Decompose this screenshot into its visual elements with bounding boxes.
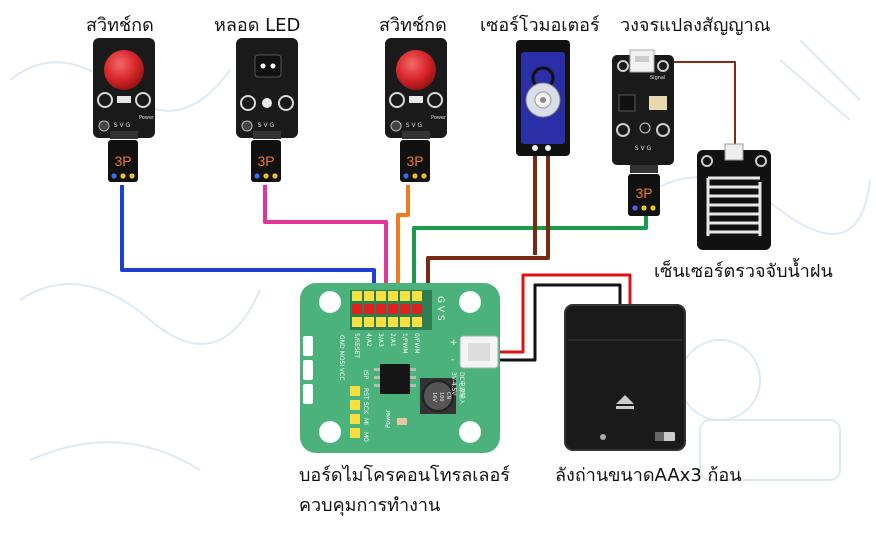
wire-green: [412, 210, 648, 300]
wire-orange: [396, 185, 410, 300]
board-power-label: Power: [385, 409, 392, 428]
label-battery: ลังถ่านขนาดAAx3 ก้อน: [555, 465, 742, 486]
wires: [120, 61, 736, 362]
board-dc-label: DC电源输入: [458, 372, 466, 405]
board-isp-sck: SCK: [362, 402, 369, 415]
label-board-line2: ควบคุมการทำงาน: [299, 495, 441, 516]
button-module-right: [385, 38, 447, 182]
led-connector-3p-label: 3P: [257, 153, 274, 169]
board-isp-label: ISP: [362, 370, 369, 380]
label-button-right: สวิทช์กด: [379, 15, 447, 36]
signal-converter-module: [612, 49, 674, 216]
connector-3p-label: 3P: [114, 153, 131, 169]
board-cap-3: 16V: [431, 392, 437, 402]
label-led: หลอด LED: [214, 15, 301, 36]
servo-motor: [516, 40, 570, 156]
label-signal-converter: วงจรแปลงสัญญาณ: [620, 15, 771, 36]
wire-battery-black: [500, 283, 622, 362]
board-pin-3: 3/A3: [377, 333, 384, 347]
board-header-label: G V S: [435, 296, 445, 321]
board-isp-mi: MI: [362, 418, 369, 425]
board-left-pins-label: GND MOSI VCC: [338, 335, 345, 381]
board-pin-4: 4/A2: [365, 333, 372, 347]
button-right-connector-3p-label: 3P: [406, 153, 423, 169]
button-right-svg-label: S V G: [406, 122, 423, 129]
rain-sensor-plate: [697, 143, 771, 250]
module-svg-label: S V G: [114, 122, 131, 129]
board-pin-0: 0/PWM: [413, 333, 420, 354]
label-board-line1: บอร์ดไมโครคอนโทรลเลอร์: [299, 465, 510, 486]
wire-brown: [426, 152, 550, 300]
push-button-red-left: [104, 50, 144, 90]
led-svg-label: S V G: [258, 122, 275, 129]
board-cap-1: CN: [445, 392, 451, 399]
board-pin-1: 1/PWM: [401, 333, 408, 354]
module-power-label: Power: [139, 115, 155, 121]
board-isp-mo: MO: [362, 432, 369, 442]
label-rain-sensor: เซ็นเซอร์ตรวจจับน้ำฝน: [654, 261, 833, 282]
board-dc-voltage: 3V-4.5V: [450, 372, 457, 396]
label-servo: เซอร์โวมอเตอร์: [480, 15, 600, 36]
label-button-left: สวิทช์กด: [86, 15, 154, 36]
push-button-red-right: [396, 50, 436, 90]
board-pin-5: 5/RESET: [353, 333, 360, 358]
board-minus: -: [451, 355, 454, 365]
converter-signal-label: Signal: [650, 75, 665, 81]
wire-pink: [263, 185, 388, 300]
button-module-left: [93, 38, 155, 182]
board-plus: +: [450, 338, 458, 348]
board-cap-2: 100: [438, 392, 444, 402]
led-module: [236, 38, 298, 182]
battery-box: [564, 304, 686, 451]
wire-blue: [120, 185, 376, 300]
pin-header: [350, 290, 432, 330]
wire-battery-red: [500, 273, 632, 354]
button-right-power-label: Power: [431, 115, 447, 121]
board-isp-rst: RST: [362, 388, 369, 400]
board-pin-2: 2/A1: [389, 333, 396, 347]
converter-svg-label: S V G: [635, 145, 652, 152]
converter-connector-3p-label: 3P: [635, 185, 652, 201]
eject-arrow-icon: [616, 395, 634, 404]
microcontroller-board: [300, 283, 500, 453]
